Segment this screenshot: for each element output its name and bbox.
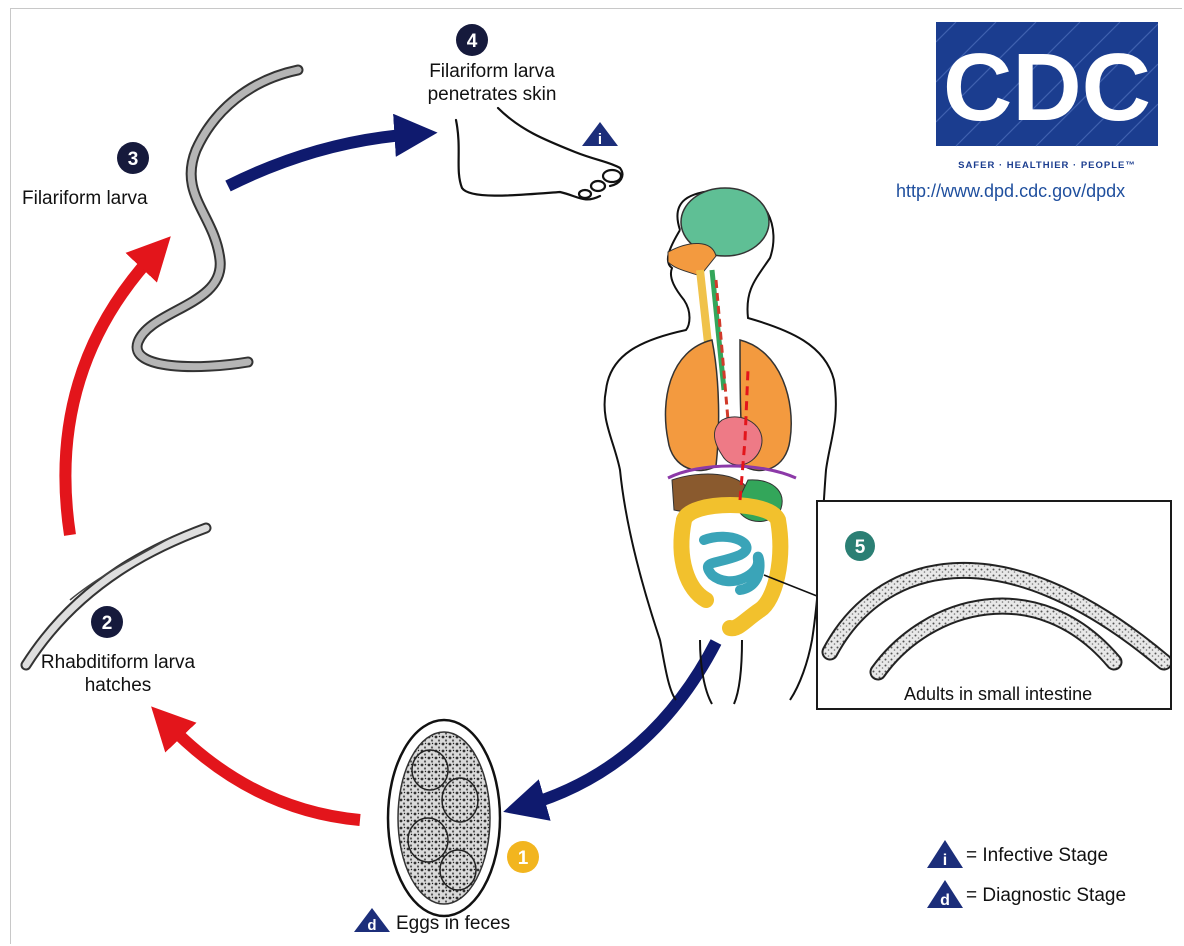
- adults-inset-box: 5 Adults in small intestine: [816, 500, 1172, 710]
- foot-illustration: [456, 108, 622, 199]
- badge-stage-2: 2: [91, 606, 123, 638]
- stage-4-label-line2: penetrates skin: [404, 83, 580, 106]
- badge-stage-2-number: 2: [102, 613, 113, 634]
- badge-stage-1: 1: [507, 841, 539, 873]
- stage-4-label-line1: Filariform larva: [404, 60, 580, 83]
- badge-stage-3-number: 3: [128, 149, 139, 170]
- arrow-larva-to-skin: [228, 134, 416, 186]
- svg-text:i: i: [943, 852, 947, 869]
- stage-2-label-line1: Rhabditiform larva: [28, 651, 208, 674]
- arrow-hatches-to-filariform: [65, 252, 156, 535]
- egg-illustration: [388, 720, 500, 916]
- badge-stage-4-number: 4: [467, 31, 478, 52]
- legend-diagnostic-text: = Diagnostic Stage: [966, 884, 1126, 907]
- cdc-logo-text: CDC: [943, 34, 1151, 141]
- badge-stage-3: 3: [117, 142, 149, 174]
- legend-infective-text: = Infective Stage: [966, 844, 1108, 867]
- cdc-logo-tagline: SAFER · HEALTHIER · PEOPLE™: [958, 160, 1136, 171]
- rhabditiform-larva-illustration: [26, 528, 206, 665]
- svg-text:i: i: [598, 131, 602, 148]
- stage-1-label: Eggs in feces: [396, 912, 510, 935]
- legend-diagnostic-icon: d: [927, 880, 963, 909]
- arrow-eggs-to-hatches: [166, 722, 360, 820]
- diagnostic-stage-marker-icon: d: [354, 908, 390, 934]
- stage-4-label: Filariform larva penetrates skin: [404, 60, 580, 106]
- stage-2-label-line2: hatches: [28, 674, 208, 697]
- legend-infective-icon: i: [927, 840, 963, 869]
- badge-stage-4: 4: [456, 24, 488, 56]
- arrow-host-to-eggs: [524, 642, 716, 806]
- svg-text:d: d: [367, 917, 376, 934]
- stage-3-label: Filariform larva: [22, 187, 148, 210]
- stage-2-label: Rhabditiform larva hatches: [28, 651, 208, 697]
- adult-worms-illustration: 5: [818, 502, 1170, 708]
- badge-stage-5-number: 5: [855, 537, 866, 558]
- filariform-larva-illustration: [137, 70, 298, 367]
- source-url-link[interactable]: http://www.dpd.cdc.gov/dpdx: [896, 181, 1125, 202]
- human-host-illustration: [605, 188, 836, 704]
- svg-text:d: d: [940, 892, 950, 909]
- stage-5-label: Adults in small intestine: [904, 683, 1092, 706]
- infective-stage-marker-icon: i: [582, 122, 618, 148]
- badge-stage-1-number: 1: [518, 848, 529, 869]
- cdc-logo: CDC SAFER · HEALTHIER · PEOPLE™: [936, 22, 1158, 177]
